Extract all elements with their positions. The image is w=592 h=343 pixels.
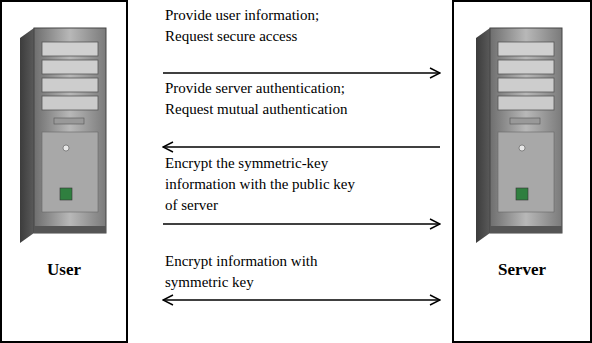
server-computer: [476, 28, 562, 243]
computer-box: Server: [452, 0, 592, 343]
edge-label: Provide server authentication; Request m…: [165, 78, 390, 120]
arrow-connector: [163, 72, 440, 73]
edge-label: Encrypt information with symmetric key: [165, 251, 347, 293]
edge-label: Provide user information; Request secure…: [165, 5, 345, 47]
computer-box: User: [0, 0, 128, 343]
box-label: User: [2, 260, 126, 280]
box-label: Server: [454, 260, 590, 280]
user-computer: [20, 28, 106, 243]
arrow-connector: [163, 223, 440, 224]
arrow-connector: [163, 299, 440, 300]
edge-label: Encrypt the symmetric-key information wi…: [165, 153, 357, 216]
arrow-connector: [163, 146, 440, 147]
